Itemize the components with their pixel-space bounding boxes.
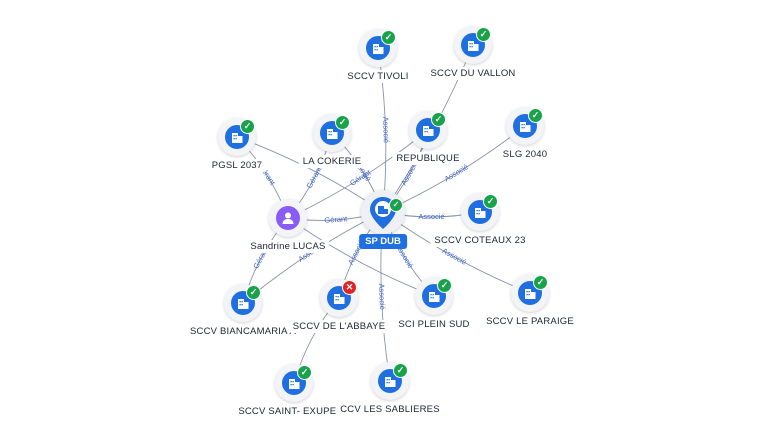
- building-icon: [468, 41, 479, 51]
- status-check-icon: ✓: [335, 115, 350, 130]
- building-icon: [334, 294, 345, 304]
- company-node-coteaux[interactable]: ✓ SCCV COTEAUX 23: [430, 193, 530, 247]
- company-node-pgsl[interactable]: ✓ PGSL 2037: [207, 118, 267, 172]
- building-icon: [327, 129, 338, 139]
- edge-label: Associé: [443, 162, 470, 183]
- building-icon: [373, 44, 384, 54]
- company-node-label: SCCV TIVOLI: [343, 70, 413, 83]
- company-node-cokerie[interactable]: ✓ LA COKERIE: [298, 114, 366, 168]
- status-check-icon: ✓: [476, 27, 491, 42]
- edge-label: Gérant: [324, 214, 348, 224]
- company-node-label: SCCV BIANCAMARIA A: [185, 325, 301, 338]
- company-node-label: SCCV SAINT- EXUPERY: [234, 405, 354, 418]
- company-node-label: SCCV LE PARAIGE: [482, 315, 578, 328]
- status-check-icon: ✓: [483, 194, 498, 209]
- company-node-label: REPUBLIQUE: [392, 152, 464, 165]
- building-icon: [475, 208, 486, 218]
- company-node-vallon[interactable]: ✓ SCCV DU VALLON: [426, 26, 520, 80]
- company-node-abbaye[interactable]: ✕ SCCV DE L'ABBAYE: [288, 279, 390, 333]
- status-check-icon: ✓: [533, 275, 548, 290]
- status-check-icon: ✓: [240, 119, 255, 134]
- company-node-label: SLG 2040: [498, 148, 552, 161]
- company-node-label: PGSL 2037: [207, 159, 267, 172]
- edge-label: Associé: [377, 283, 387, 310]
- company-node-label: CCV LES SABLIERES: [336, 403, 444, 416]
- status-check-icon: ✓: [389, 198, 403, 212]
- building-icon: [525, 289, 536, 299]
- user-icon: [282, 212, 294, 224]
- status-check-icon: ✓: [437, 278, 452, 293]
- building-icon: [232, 133, 243, 143]
- status-check-icon: ✓: [381, 30, 396, 45]
- status-check-icon: ✓: [297, 365, 312, 380]
- status-error-icon: ✕: [342, 280, 357, 295]
- company-node-label: SCCV DU VALLON: [426, 67, 520, 80]
- company-node-paraige[interactable]: ✓ SCCV LE PARAIGE: [482, 274, 578, 328]
- company-node-label: SCCV COTEAUX 23: [430, 234, 530, 247]
- edge-label: Associé: [418, 212, 444, 221]
- building-icon: [289, 379, 300, 389]
- person-node-label: Sandrine LUCAS: [246, 240, 330, 253]
- person-node[interactable]: Sandrine LUCAS: [246, 199, 330, 253]
- company-node-pleinsud[interactable]: ✓ SCI PLEIN SUD: [394, 277, 474, 331]
- building-icon: [429, 292, 440, 302]
- company-node-exupery[interactable]: ✓ SCCV SAINT- EXUPERY: [234, 364, 354, 418]
- company-node-biancamaria[interactable]: ✓ SCCV BIANCAMARIA A: [185, 284, 301, 338]
- status-check-icon: ✓: [431, 112, 446, 127]
- center-node[interactable]: ✓ SP DUB: [359, 190, 407, 249]
- company-node-slg[interactable]: ✓ SLG 2040: [498, 107, 552, 161]
- building-icon: [423, 126, 434, 136]
- company-node-tivoli[interactable]: ✓ SCCV TIVOLI: [343, 29, 413, 83]
- company-node-label: SCI PLEIN SUD: [394, 318, 474, 331]
- center-node-label: SP DUB: [359, 234, 407, 249]
- company-node-republique[interactable]: ✓ REPUBLIQUE: [392, 111, 464, 165]
- building-icon: [385, 377, 396, 387]
- company-node-sablieres[interactable]: ✓ CCV LES SABLIERES: [336, 362, 444, 416]
- status-check-icon: ✓: [393, 363, 408, 378]
- company-node-label: SCCV DE L'ABBAYE: [288, 320, 390, 333]
- edge-label: Associé: [381, 117, 391, 144]
- status-check-icon: ✓: [246, 285, 261, 300]
- edge-label: Gérant: [305, 165, 324, 190]
- building-icon: [520, 122, 531, 132]
- status-check-icon: ✓: [528, 108, 543, 123]
- company-node-label: LA COKERIE: [298, 155, 366, 168]
- building-icon: [238, 299, 249, 309]
- edge-label: Associé: [441, 246, 468, 267]
